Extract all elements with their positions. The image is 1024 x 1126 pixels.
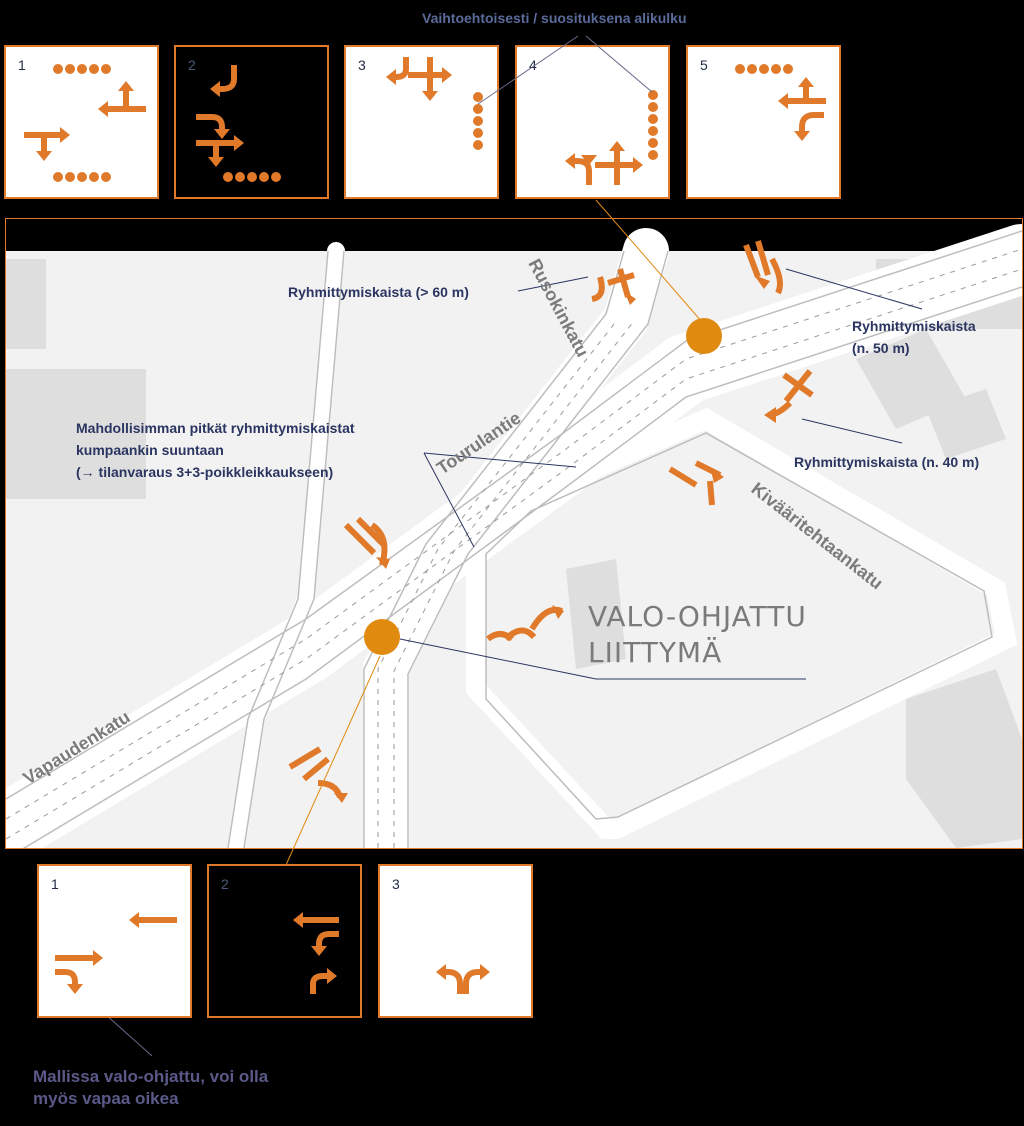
bottom-phase-panel-2: 2 xyxy=(207,864,362,1018)
phase-number: 3 xyxy=(392,876,400,892)
street-label-rusokinkatu: Rusokinkatu xyxy=(524,255,592,360)
bottom-phase-panel-3: 3 xyxy=(378,864,533,1018)
phase-arrows-icon xyxy=(436,964,490,994)
top-phase-panel-4: 4 xyxy=(515,45,670,199)
long-lanes-label-1: Mahdollisimman pitkät ryhmittymiskaistat xyxy=(76,420,355,436)
top-phase-panel-2: 2 xyxy=(174,45,329,199)
bottom-phase-panel-1: 1 xyxy=(37,864,192,1018)
lane-length-40-label: Ryhmittymiskaista (n. 40 m) xyxy=(794,454,980,470)
phase-arrows-icon xyxy=(55,912,177,994)
signal-point-south xyxy=(364,619,400,655)
long-lanes-label-3: (→ tilanvaraus 3+3-poikkleikkaukseen) xyxy=(76,464,334,480)
phase-number: 2 xyxy=(221,876,229,892)
intersection-map: Rusokinkatu Tourulantie Kivääritehtaanka… xyxy=(5,218,1023,849)
phase-number: 2 xyxy=(188,57,196,73)
top-phase-panel-1: 1 xyxy=(4,45,159,199)
phase-number: 5 xyxy=(700,57,708,73)
phase-number: 3 xyxy=(358,57,366,73)
lane-length-50-label-2: (n. 50 m) xyxy=(852,340,910,356)
phase-arrows-icon xyxy=(293,912,339,994)
top-phase-panel-5: 5 xyxy=(686,45,841,199)
phase-arrows-icon xyxy=(386,57,483,150)
lane-length-50-label-1: Ryhmittymiskaista xyxy=(852,318,976,334)
phase-arrows-icon xyxy=(735,64,826,141)
signal-controlled-label-2: LIITTYMÄ xyxy=(588,636,723,669)
free-right-turn-note: Mallissa valo-ohjattu, voi olla myös vap… xyxy=(33,1067,269,1108)
phase-arrows-icon xyxy=(565,90,658,185)
signal-point-north xyxy=(686,318,722,354)
lane-length-60-label: Ryhmittymiskaista (> 60 m) xyxy=(288,284,469,300)
alternative-underpass-note: Vaihtoehtoisesti / suosituksena alikulku xyxy=(422,10,687,26)
top-phase-panel-3: 3 xyxy=(344,45,499,199)
phase-number: 1 xyxy=(51,876,59,892)
phase-arrows-icon xyxy=(24,64,146,182)
long-lanes-label-2: kumpaankin suuntaan xyxy=(76,442,224,458)
road-network: Rusokinkatu Tourulantie Kivääritehtaanka… xyxy=(6,224,1022,848)
signal-controlled-label-1: VALO-OHJATTU xyxy=(588,600,807,633)
phase-arrows-icon xyxy=(196,65,281,182)
phase-number: 1 xyxy=(18,57,26,73)
